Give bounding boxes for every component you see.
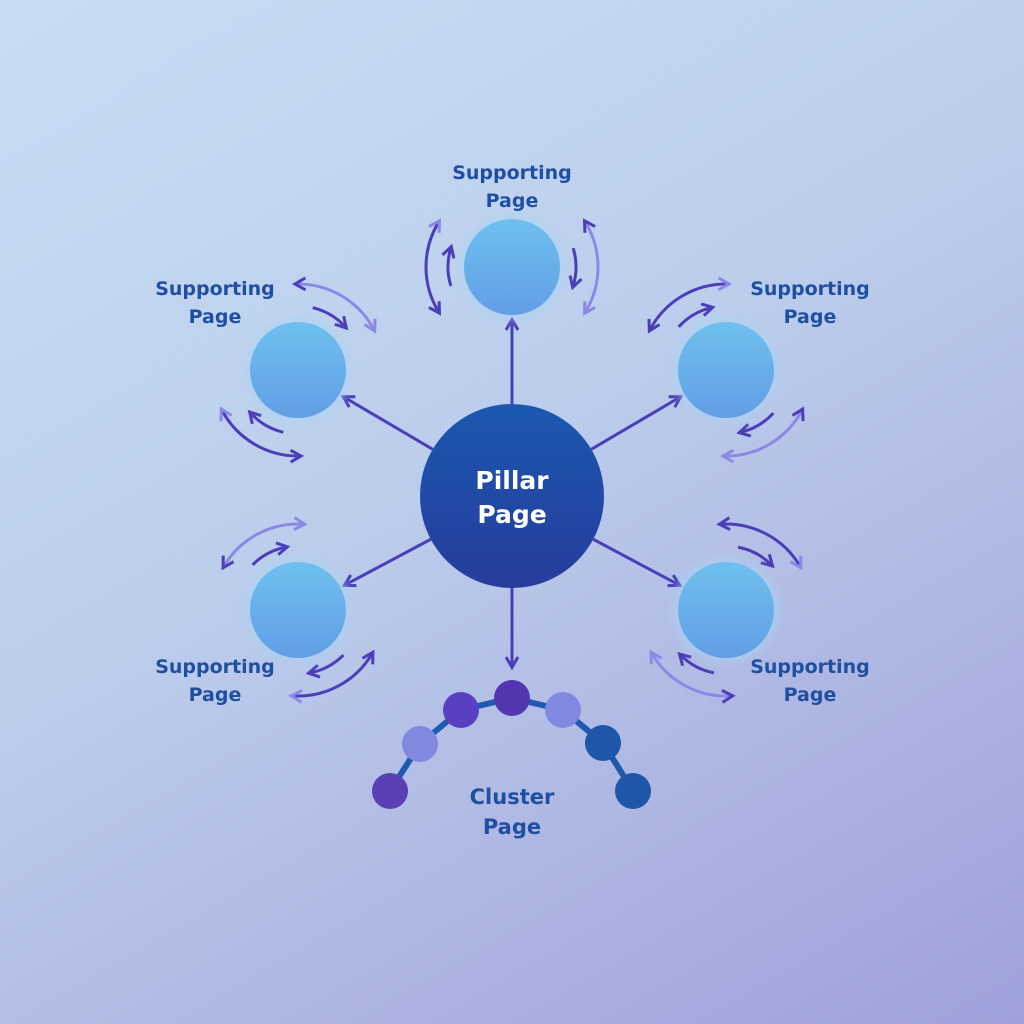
supporting-node-lower-right[interactable] — [678, 562, 774, 658]
cluster-dot[interactable] — [443, 692, 479, 728]
supporting-node-upper-right[interactable] — [678, 322, 774, 418]
pillar-node[interactable]: Pillar Page — [420, 404, 604, 588]
link-arrows — [219, 218, 805, 704]
link-arrow-outer — [221, 516, 308, 571]
link-arrow-inner — [312, 306, 349, 331]
supporting-node-top[interactable] — [464, 219, 560, 315]
cluster-dot[interactable] — [402, 726, 438, 762]
spoke-arrow-lower-right — [592, 537, 683, 588]
cluster-dot[interactable] — [494, 680, 530, 716]
cluster-dot[interactable] — [545, 692, 581, 728]
cluster-chain — [372, 680, 651, 809]
link-arrow-outer — [424, 218, 442, 316]
cluster-dot[interactable] — [585, 725, 621, 761]
link-arrow-outer — [288, 649, 375, 704]
supporting-node-upper-left[interactable] — [250, 322, 346, 418]
link-arrow-inner — [568, 247, 583, 291]
cluster-label-line1: Cluster — [470, 785, 555, 809]
link-arrow-inner — [677, 302, 716, 328]
cluster-dot[interactable] — [372, 773, 408, 809]
link-arrow-outer — [719, 406, 805, 464]
spoke-arrows — [340, 316, 684, 671]
link-arrow-inner — [736, 412, 775, 438]
supporting-label-top-2: Page — [486, 190, 539, 212]
link-arrow-inner — [305, 653, 345, 679]
supporting-label-upper-right: Supporting — [750, 278, 870, 300]
cluster-dot[interactable] — [615, 773, 651, 809]
link-arrow-outer — [219, 406, 305, 464]
supporting-label-upper-left: Supporting — [155, 278, 275, 300]
supporting-label-lower-right-2: Page — [784, 684, 837, 706]
supporting-label-lower-right: Supporting — [750, 656, 870, 678]
cluster-label-line2: Page — [483, 815, 541, 839]
supporting-label-lower-left-2: Page — [189, 684, 242, 706]
pillar-label-line2: Page — [477, 500, 546, 529]
spoke-arrow-lower-left — [341, 537, 432, 588]
link-arrow-outer — [582, 218, 600, 316]
link-arrow-outer — [716, 516, 803, 571]
link-arrow-outer — [291, 276, 377, 334]
supporting-label-upper-left-2: Page — [189, 306, 242, 328]
pillar-label-line1: Pillar — [475, 466, 549, 495]
spoke-arrow-upper-right — [590, 395, 684, 451]
supporting-node-lower-left[interactable] — [250, 562, 346, 658]
link-arrow-inner — [677, 651, 715, 675]
link-arrow-inner — [737, 545, 775, 569]
link-arrow-inner — [441, 243, 456, 287]
link-arrow-outer — [649, 649, 736, 704]
spoke-arrow-upper-left — [340, 395, 434, 451]
supporting-label-top: Supporting — [452, 162, 572, 184]
link-arrow-outer — [647, 276, 733, 334]
supporting-label-upper-right-2: Page — [784, 306, 837, 328]
link-arrow-inner — [251, 541, 291, 567]
supporting-label-lower-left: Supporting — [155, 656, 275, 678]
link-arrow-inner — [247, 409, 284, 434]
